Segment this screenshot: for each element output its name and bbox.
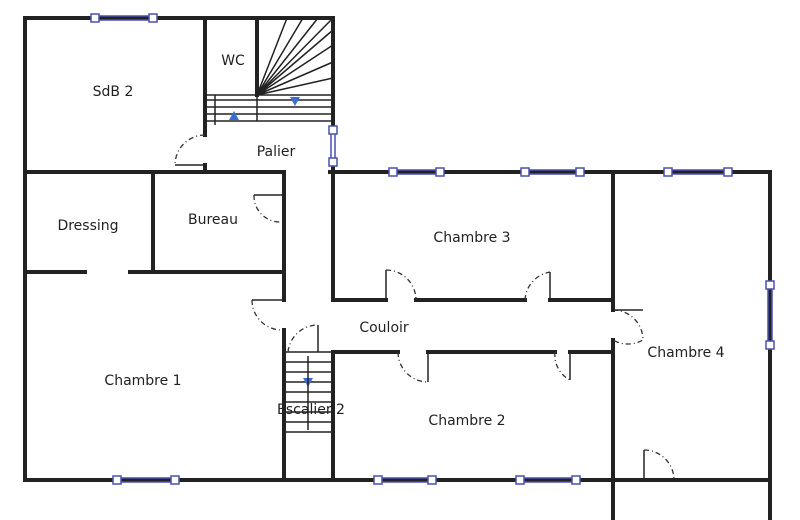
room-label-escalier2: Escalier 2 [277, 402, 345, 418]
windows [90, 13, 775, 485]
room-label-chambre2: Chambre 2 [428, 413, 506, 429]
stairs [205, 17, 334, 433]
room-label-chambre1: Chambre 1 [104, 373, 182, 389]
room-label-chambre3: Chambre 3 [433, 230, 511, 246]
stair-arrow-icon [229, 111, 239, 120]
room-label-bureau: Bureau [188, 212, 238, 228]
room-label-couloir: Couloir [359, 320, 409, 336]
doors [174, 134, 675, 481]
stair-arrow-icon [290, 97, 300, 106]
room-label-sdb2: SdB 2 [92, 84, 134, 100]
room-label-wc: WC [221, 53, 245, 69]
room-label-dressing: Dressing [57, 218, 119, 234]
walls [23, 16, 772, 520]
room-label-chambre4: Chambre 4 [647, 345, 725, 361]
room-label-palier: Palier [256, 144, 296, 160]
